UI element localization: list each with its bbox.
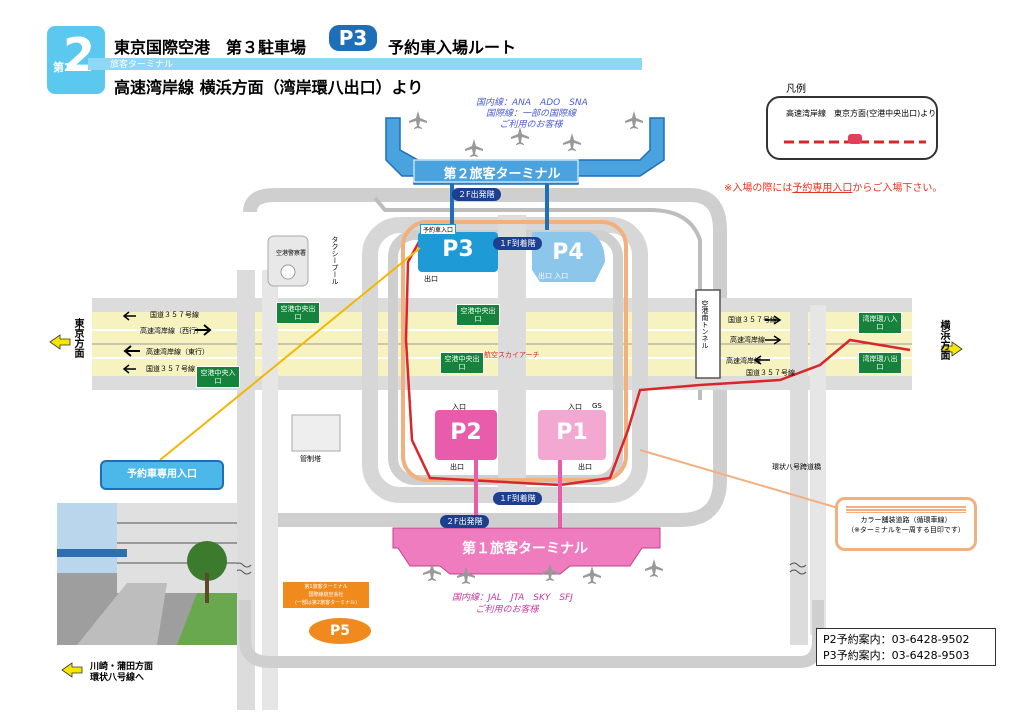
p4-label: P4 bbox=[552, 240, 584, 265]
legend-route-line bbox=[784, 134, 926, 144]
color-road-line bbox=[639, 449, 846, 511]
p3-entrance-label: 予約車入口 bbox=[420, 224, 457, 235]
sign-center-in: 空港中央入口 bbox=[196, 366, 240, 388]
header-bar: 旅客ターミナル bbox=[88, 58, 642, 70]
badge-number: 2 bbox=[63, 28, 96, 82]
tokyo-direction: 東京方面 bbox=[72, 318, 83, 358]
p3-phone: P3予約案内：03-6428-9503 bbox=[823, 649, 970, 662]
sign-wangan-kanpachi-in: 湾岸環八入口 bbox=[858, 312, 902, 334]
road-357-bottom: 国道３５７号線 bbox=[146, 365, 195, 373]
arrow-kawasaki-icon bbox=[61, 662, 83, 678]
p1-label: P1 bbox=[556, 420, 588, 445]
road-357-right-top: 国道３５７号線 bbox=[728, 316, 777, 324]
road-wangan-east: 高速湾岸線（東行） bbox=[146, 348, 209, 356]
p4-building bbox=[532, 232, 605, 282]
terminal1-name: 第１旅客ターミナル bbox=[462, 541, 588, 557]
badge-small: 第2 bbox=[53, 61, 72, 74]
police-label: 空港警察署 bbox=[276, 250, 307, 257]
skyarch-label: 航空スカイアーチ bbox=[484, 351, 540, 359]
page-subtitle: 高速湾岸線 横浜方面（湾岸環八出口）より bbox=[114, 78, 424, 97]
reserved-route bbox=[404, 233, 911, 487]
sign-center-exit-c: 空港中央出口 bbox=[440, 352, 484, 374]
taxi-pool-label: タクシープール bbox=[331, 236, 339, 285]
entrance-warning: ※入場の際には予約専用入口からご入場下さい。 bbox=[724, 183, 943, 194]
p2-entrance-label: 入口 bbox=[452, 403, 466, 411]
car-icon bbox=[848, 134, 862, 144]
legend-route-text: 高速湾岸線 東京方面(空港中央出口)より bbox=[786, 109, 937, 118]
tunnel-label: 空港南トンネル bbox=[701, 300, 709, 349]
p2-building bbox=[435, 410, 497, 460]
p2-exit-label: 出口 bbox=[450, 463, 464, 471]
page-title: 東京国際空港 第３駐車場 bbox=[114, 34, 306, 58]
p5-building bbox=[307, 616, 373, 646]
p4-exit-entrance: 出口 入口 bbox=[538, 272, 569, 280]
color-road-callout: カラー舗装道路（循環車線） （※ターミナルを一周する目印です） bbox=[835, 497, 977, 551]
t2-departure-tag: ２F出発階 bbox=[452, 188, 501, 201]
p2-phone: P2予約案内：03-6428-9502 bbox=[823, 633, 970, 646]
road-357-top: 国道３５７号線 bbox=[150, 311, 199, 319]
kawasaki-direction: 川崎・蒲田方面環状八号線へ bbox=[90, 662, 154, 683]
p1-exit-label: 出口 bbox=[578, 463, 592, 471]
p5-note: 第1旅客ターミナル国際線航空会社(一部は第2旅客ターミナル) bbox=[283, 582, 369, 608]
reserved-entrance-callout: 予約車専用入口 bbox=[100, 460, 224, 490]
arrow-yokohama-icon bbox=[941, 341, 963, 357]
p1-building bbox=[538, 410, 606, 460]
arrow-tokyo-icon bbox=[49, 334, 71, 350]
sign-wangan-kanpachi-out: 湾岸環八出口 bbox=[858, 352, 902, 374]
road-wangan-right2: 高速湾岸線 bbox=[726, 357, 761, 365]
title-line1: 東京国際空港 第３駐車場 bbox=[114, 38, 307, 57]
terminal1-building bbox=[392, 527, 661, 575]
p2-label: P2 bbox=[450, 420, 482, 445]
road-wangan-west: 高速湾岸線（西行） bbox=[140, 327, 203, 335]
title-suffix: 予約車入場ルート bbox=[388, 38, 517, 57]
tunnel-box bbox=[695, 289, 721, 379]
bar-label: 旅客ターミナル bbox=[110, 60, 174, 70]
p5-label: P5 bbox=[329, 623, 350, 639]
p3-badge: P3 bbox=[329, 25, 377, 51]
p1-entrance-label: 入口 bbox=[568, 403, 582, 411]
t1-arrival-tag: １F到着階 bbox=[493, 492, 542, 505]
legend-title: 凡例 bbox=[786, 84, 806, 95]
road-357-right-bottom: 国道３５７号線 bbox=[746, 369, 795, 377]
control-tower-label: 管制塔 bbox=[300, 455, 321, 463]
phone-box: P2予約案内：03-6428-9502 P3予約案内：03-6428-9503 bbox=[816, 628, 996, 666]
sign-center-exit-b: 空港中央出口 bbox=[456, 304, 500, 326]
yokohama-direction: 横浜方面 bbox=[938, 320, 949, 360]
p3-label: P3 bbox=[442, 237, 474, 262]
outer-loop-road bbox=[243, 188, 727, 527]
color-paved-road bbox=[401, 220, 628, 482]
kanpachi-bridge-label: 環状八号跨道橋 bbox=[772, 463, 821, 471]
gs-label: GS bbox=[592, 402, 602, 410]
p3-building bbox=[418, 232, 498, 272]
t2-arrival-tag: １F到着階 bbox=[493, 237, 542, 250]
legend-box bbox=[766, 96, 938, 160]
terminal2-name: 第２旅客ターミナル bbox=[443, 167, 561, 182]
reserved-entrance-line bbox=[159, 247, 421, 461]
road-wangan-right1: 高速湾岸線 bbox=[730, 336, 765, 344]
entrance-photo bbox=[57, 503, 237, 645]
sign-center-exit-a: 空港中央出口 bbox=[276, 302, 320, 324]
p3-exit-label: 出口 bbox=[424, 275, 438, 283]
t1-departure-tag: ２F出発階 bbox=[440, 515, 489, 528]
